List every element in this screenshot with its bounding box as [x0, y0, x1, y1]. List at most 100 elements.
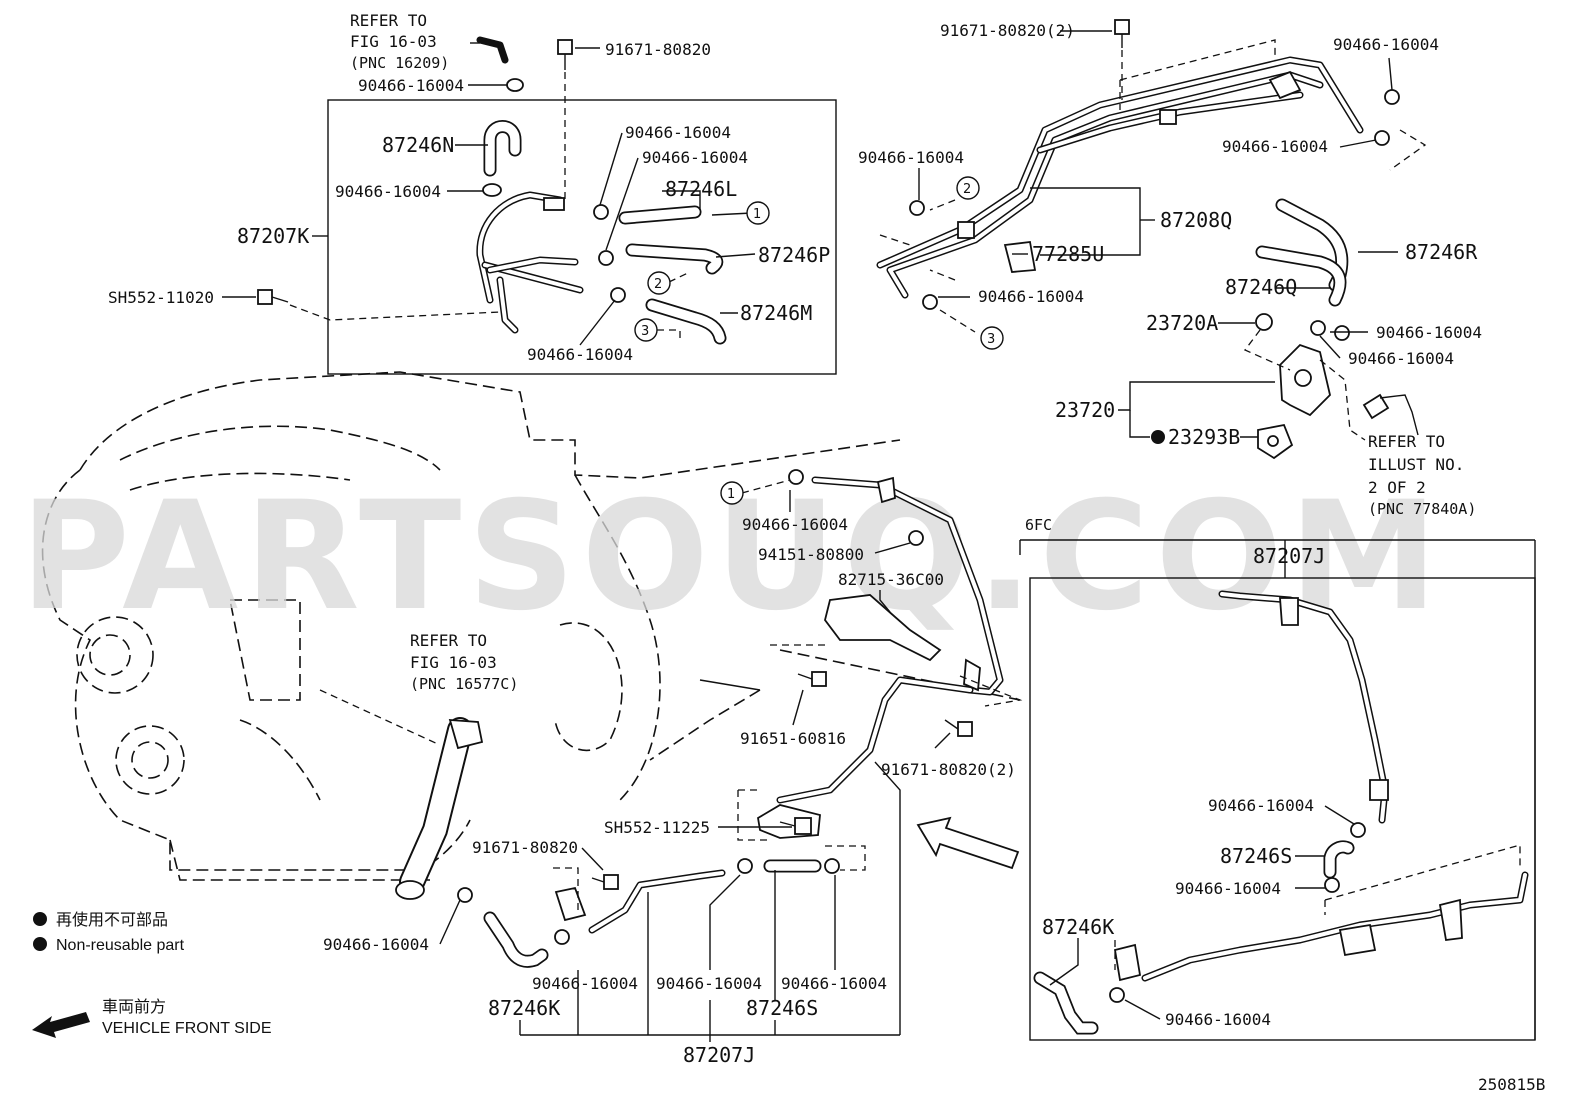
- part-label[interactable]: 91671-80820(2): [881, 760, 1016, 779]
- part-label[interactable]: 87246P: [758, 243, 830, 267]
- hose-ref-16577C: [395, 717, 484, 900]
- part-label[interactable]: 23720: [1055, 398, 1115, 422]
- ref-text: 2 OF 2: [1368, 478, 1426, 497]
- ref-pipe-top: [476, 36, 509, 64]
- part-label[interactable]: 90466-16004: [978, 287, 1084, 306]
- part-label[interactable]: 87207J: [683, 1043, 755, 1067]
- part-label[interactable]: 94151-80800: [758, 545, 864, 564]
- leaders-box-J: [1049, 805, 1355, 1020]
- part-label[interactable]: 87246M: [740, 301, 812, 325]
- part-label[interactable]: 23720A: [1146, 311, 1218, 335]
- part-label[interactable]: 87207K: [237, 224, 309, 248]
- callout-1b: 1: [727, 487, 735, 502]
- ref-note-middle: REFER TO FIG 16-03 (PNC 16577C): [410, 631, 518, 693]
- ref-text: REFER TO: [1368, 432, 1445, 451]
- hose-87246P: [625, 243, 724, 275]
- part-label[interactable]: 90466-16004: [1222, 137, 1328, 156]
- part-label[interactable]: 91651-60816: [740, 729, 846, 748]
- part-label[interactable]: 82715-36C00: [838, 570, 944, 589]
- diagram-id: 250815B: [1478, 1075, 1545, 1094]
- ref-text: FIG 16-03: [410, 653, 497, 672]
- ref-note-right: REFER TO ILLUST NO. 2 OF 2 (PNC 77840A): [1368, 432, 1476, 518]
- part-label[interactable]: 90466-16004: [858, 148, 964, 167]
- ref-text: REFER TO: [350, 11, 427, 30]
- clamp-icons-top-right: [909, 89, 1400, 341]
- bolt-icons-middle: [779, 469, 973, 835]
- front-en: VEHICLE FRONT SIDE: [102, 1020, 272, 1037]
- pipe-assembly-87208Q: [876, 56, 1364, 299]
- part-label[interactable]: 90466-16004: [1376, 323, 1482, 342]
- hose-87246K-bottom: [483, 911, 549, 968]
- bolt-icon-top: [557, 39, 573, 200]
- hose-87246Q: [1255, 245, 1347, 307]
- part-label[interactable]: 90466-16004: [532, 974, 638, 993]
- part-label[interactable]: 90466-16004: [1348, 349, 1454, 368]
- pipe-assembly-middle: [757, 476, 1004, 839]
- part-label[interactable]: 87246S: [1220, 844, 1292, 868]
- hose-87246M: [645, 298, 727, 345]
- clamp-icons-box-K: [482, 78, 626, 303]
- legend-jp: 再使用不可部品: [56, 911, 168, 929]
- bolt-icon-top-right: [1114, 19, 1130, 100]
- hose-87246N: [483, 120, 522, 177]
- part-label[interactable]: 90466-16004: [656, 974, 762, 993]
- callout-3a: 3: [641, 324, 649, 339]
- part-label[interactable]: 23293B: [1168, 425, 1240, 449]
- part-label[interactable]: 87246S: [746, 996, 818, 1020]
- callout-circles: 1 2 3 2 3 1: [634, 176, 1004, 505]
- hose-87246S-box: [1323, 840, 1355, 879]
- pipe-assembly-87207K: [476, 191, 584, 334]
- pipe-assembly-87207J: [1113, 590, 1529, 982]
- ref-text: ILLUST NO.: [1368, 455, 1464, 474]
- part-label[interactable]: 90466-16004: [642, 148, 748, 167]
- bolt-icon-sh552-11020: [257, 289, 501, 321]
- part-label[interactable]: 91671-80820: [605, 40, 711, 59]
- legend: 再使用不可部品 Non-reusable part 車両前方 VEHICLE F…: [32, 911, 272, 1038]
- ref-text: (PNC 16209): [350, 54, 449, 72]
- part-label[interactable]: 91671-80820: [472, 838, 578, 857]
- valve-icon-23720: [1255, 313, 1419, 460]
- callout-2a: 2: [654, 277, 662, 292]
- clamp-icons-box-J: [1109, 822, 1366, 1003]
- part-label[interactable]: 87246K: [488, 996, 560, 1020]
- part-label[interactable]: 87246R: [1405, 240, 1478, 264]
- part-label[interactable]: SH552-11020: [108, 288, 214, 307]
- callout-2b: 2: [963, 182, 971, 197]
- legend-en: Non-reusable part: [56, 937, 185, 954]
- part-label[interactable]: 90466-16004: [358, 76, 464, 95]
- clamp-icons-bottom: [457, 858, 840, 945]
- direction-arrow-icon: [916, 816, 1020, 870]
- callout-3b: 3: [987, 332, 995, 347]
- ref-text: REFER TO: [410, 631, 487, 650]
- part-label[interactable]: 87246Q: [1225, 275, 1297, 299]
- callout-1a: 1: [753, 207, 761, 222]
- part-label[interactable]: 90466-16004: [1208, 796, 1314, 815]
- part-label[interactable]: 90466-16004: [742, 515, 848, 534]
- ref-text: FIG 16-03: [350, 32, 437, 51]
- part-label[interactable]: 87246N: [382, 133, 454, 157]
- part-label[interactable]: SH552-11225: [604, 818, 710, 837]
- non-reusable-dot-icon: [1151, 430, 1165, 444]
- part-label[interactable]: 90466-16004: [1333, 35, 1439, 54]
- part-label[interactable]: 90466-16004: [335, 182, 441, 201]
- leaders-middle: [718, 479, 951, 1035]
- part-label[interactable]: 77285U: [1032, 242, 1104, 266]
- ref-text: (PNC 77840A): [1368, 500, 1476, 518]
- part-label[interactable]: 90466-16004: [1175, 879, 1281, 898]
- part-label[interactable]: 91671-80820(2): [940, 21, 1075, 40]
- ref-note-top: REFER TO FIG 16-03 (PNC 16209): [350, 11, 449, 72]
- part-label[interactable]: 6FC: [1025, 516, 1052, 534]
- part-label[interactable]: 87207J: [1253, 544, 1325, 568]
- part-label[interactable]: 90466-16004: [527, 345, 633, 364]
- front-jp: 車両前方: [102, 998, 166, 1016]
- hose-87246L: [618, 205, 702, 225]
- part-label[interactable]: 90466-16004: [1165, 1010, 1271, 1029]
- part-label[interactable]: 90466-16004: [781, 974, 887, 993]
- part-label[interactable]: 90466-16004: [323, 935, 429, 954]
- leaders-top-right: [918, 30, 1398, 438]
- part-label[interactable]: 87246K: [1042, 915, 1114, 939]
- part-label[interactable]: 87246L: [665, 177, 737, 201]
- part-label[interactable]: 87208Q: [1160, 208, 1232, 232]
- part-label[interactable]: 90466-16004: [625, 123, 731, 142]
